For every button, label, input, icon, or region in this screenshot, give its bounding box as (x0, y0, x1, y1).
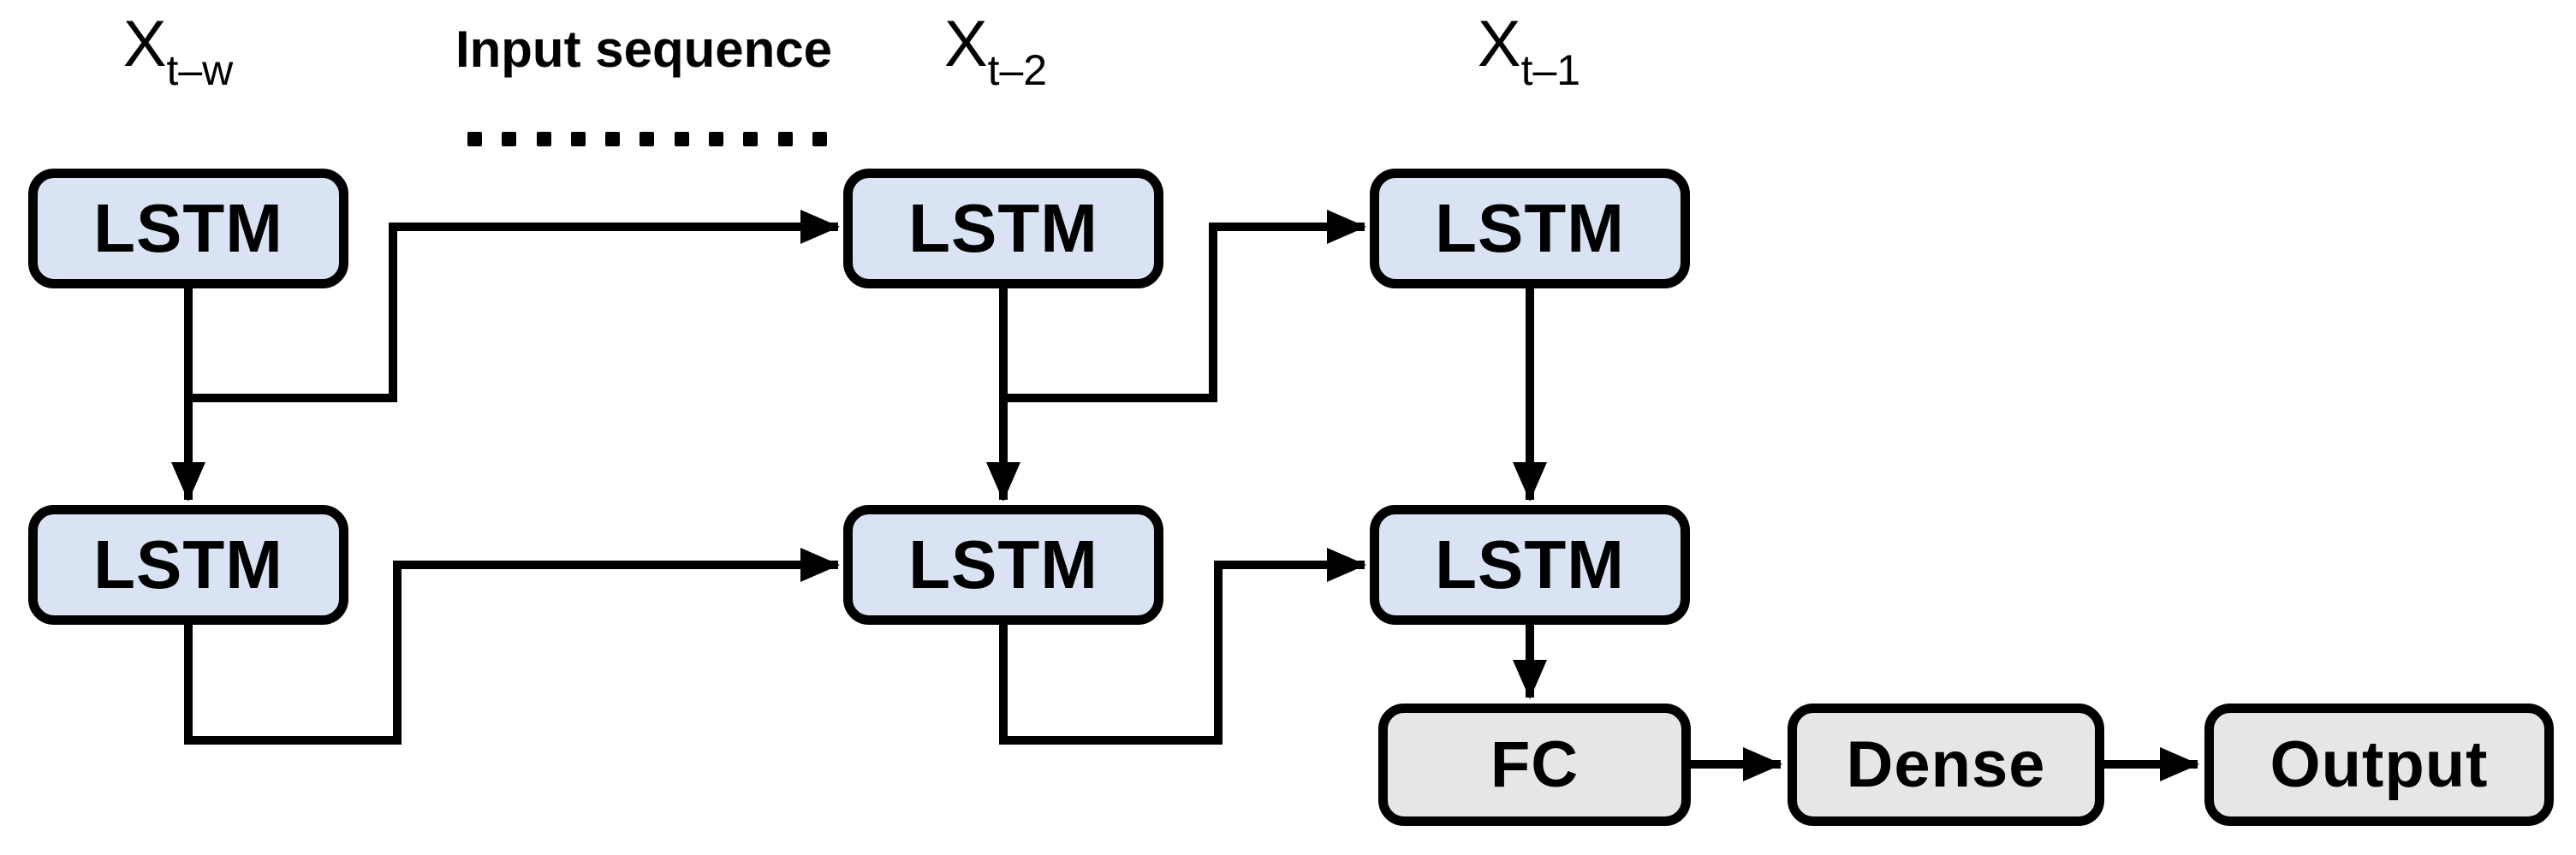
separator-dot (674, 132, 689, 146)
label-x-t-2: Xt–2 (944, 12, 1047, 92)
label-x-t-1: Xt–1 (1478, 12, 1580, 92)
node-fc: FC (1378, 704, 1691, 826)
label-main-x-t-1: X (1477, 8, 1521, 80)
label-subscript-x-t-2: t–2 (987, 46, 1048, 94)
node-lstm-layer1-t-w: LSTM (28, 169, 348, 288)
separator-dot (570, 132, 586, 146)
separator-dot (605, 132, 621, 146)
node-output: Output (2204, 704, 2554, 826)
label-x-t-w: Xt–w (123, 12, 234, 92)
node-lstm-layer1-t-2: LSTM (843, 169, 1163, 288)
label-subscript-x-t-1: t–1 (1520, 46, 1581, 94)
separator-dot (502, 132, 517, 146)
separator-dot (812, 132, 827, 146)
label-subscript-x-t-w: t–w (166, 46, 234, 94)
node-lstm-layer2-t-w: LSTM (28, 505, 348, 625)
edges-group (171, 210, 2199, 781)
node-lstm-layer1-t-1: LSTM (1370, 169, 1690, 288)
separator-dot (777, 132, 793, 146)
edge-layer2-recurrent-t-w-to-t-2 (184, 548, 840, 745)
edge-layer2-recurrent-t-2-to-t-1 (999, 548, 1366, 745)
label-main-x-t-w: X (122, 8, 167, 80)
separator-dot (709, 132, 724, 146)
edge-layer1-recurrent-t-2-to-t-1 (1003, 210, 1366, 402)
separator-dot (467, 132, 482, 146)
edge-layer1-recurrent-t-w-to-t-2 (188, 210, 840, 402)
node-lstm-layer2-t-2: LSTM (843, 505, 1163, 625)
label-input-sequence: Input sequence (455, 21, 833, 78)
separator-dot (536, 132, 551, 146)
dotted-separator (467, 132, 827, 146)
separator-dot (640, 132, 655, 146)
node-dense: Dense (1788, 704, 2104, 826)
node-lstm-layer2-t-1: LSTM (1370, 505, 1690, 625)
label-main-x-t-2: X (943, 8, 988, 80)
separator-dot (743, 132, 759, 146)
